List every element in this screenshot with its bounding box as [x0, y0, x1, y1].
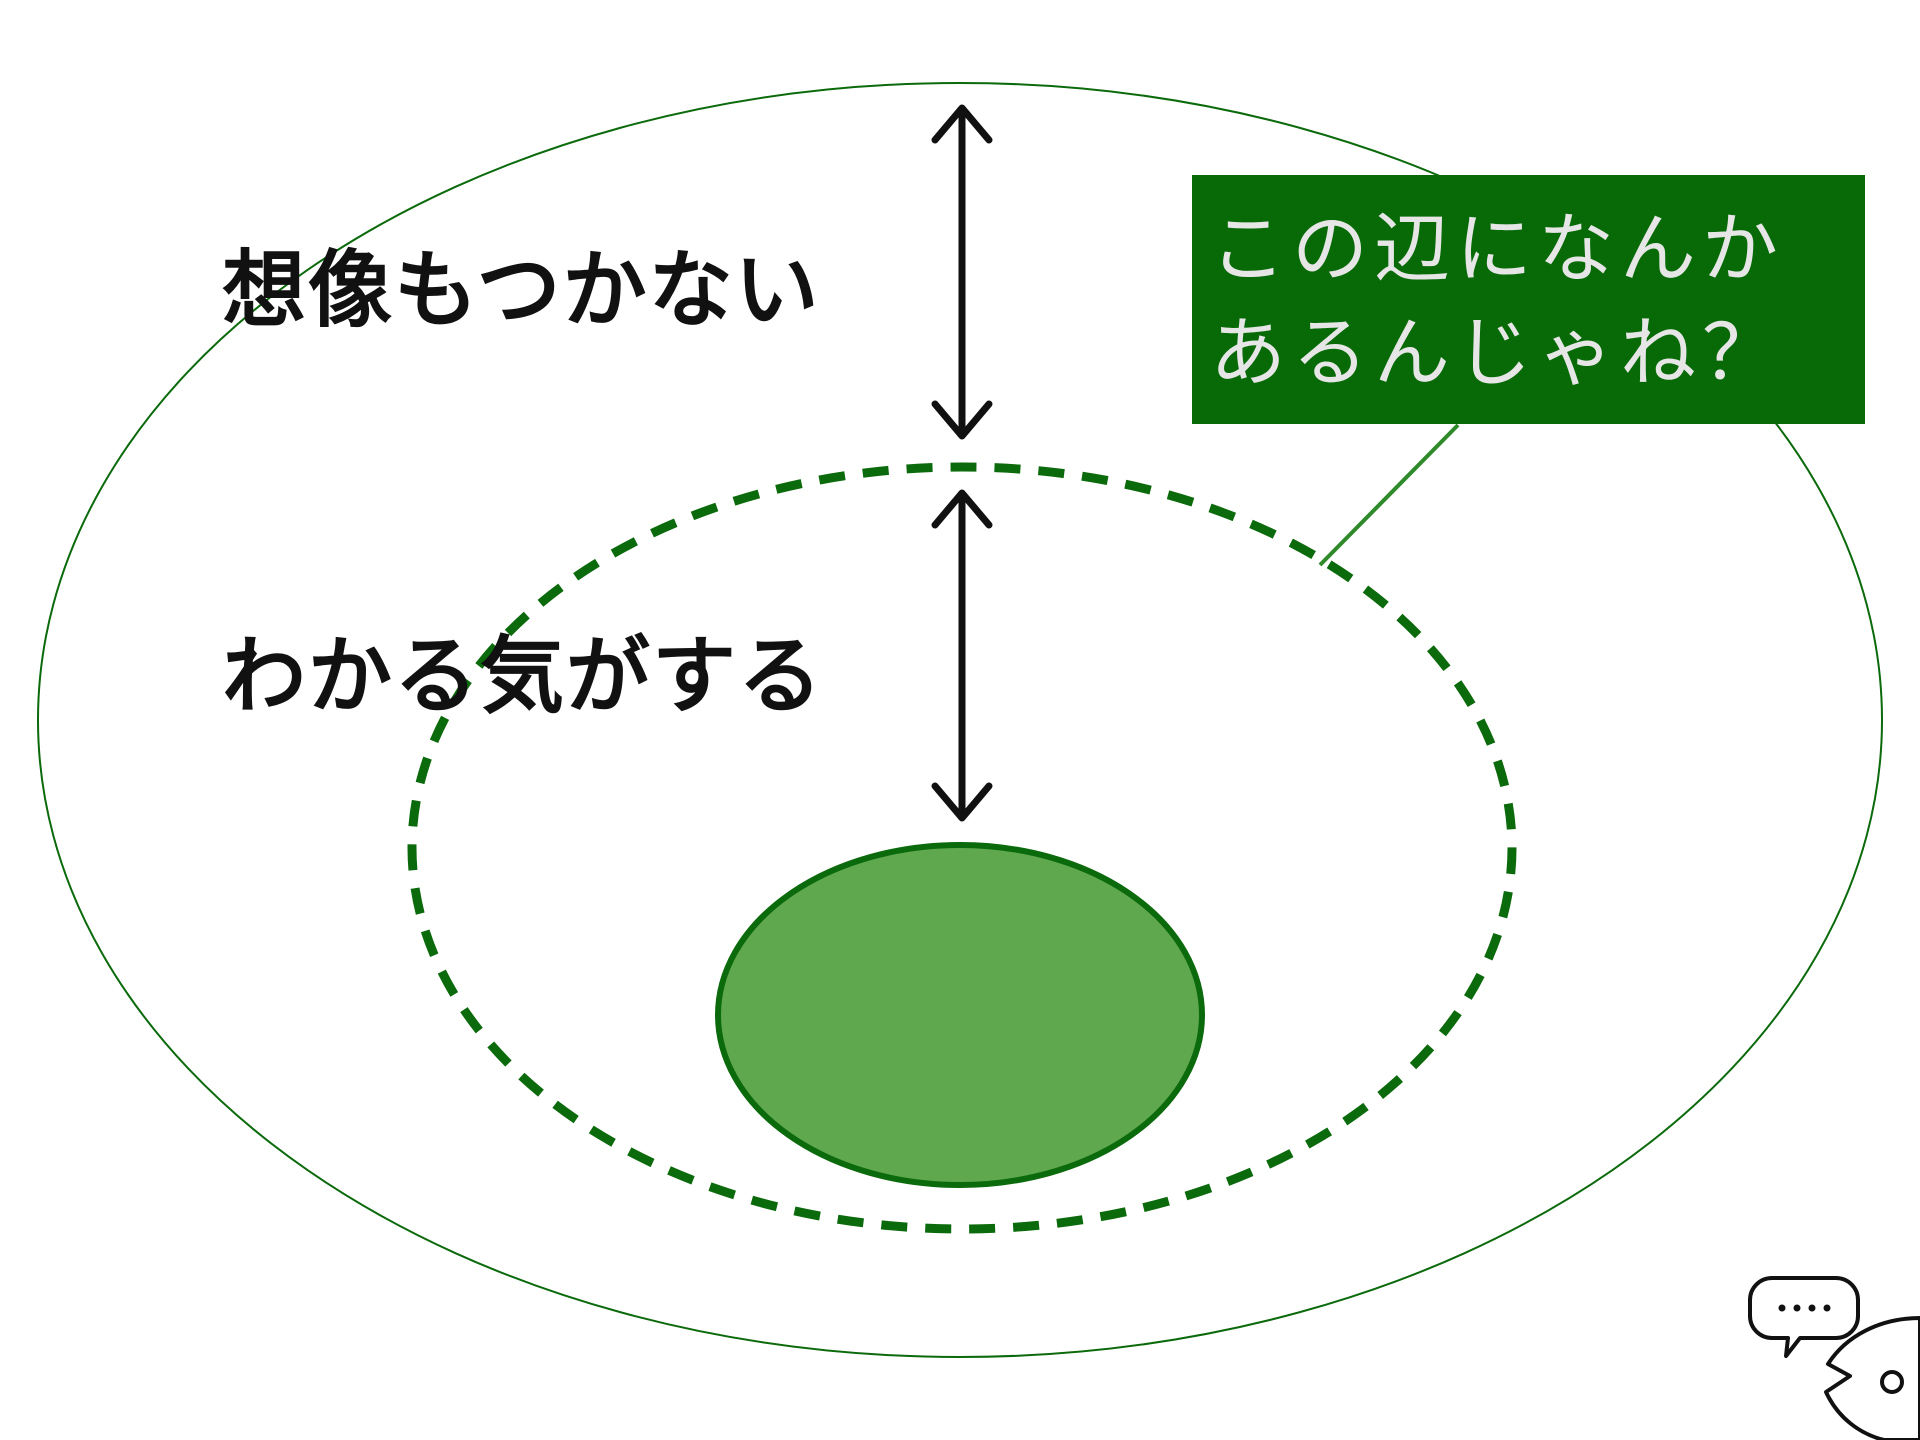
- lower-double-arrow: [935, 493, 989, 818]
- label-unimaginable: 想像もつかない: [222, 248, 821, 332]
- upper-double-arrow: [935, 108, 989, 436]
- callout-box: この辺になんか あるんじゃね？: [1192, 175, 1865, 424]
- callout-line-1: この辺になんか: [1210, 197, 1865, 301]
- inner-ellipse: [718, 845, 1202, 1185]
- callout-line-2: あるんじゃね？: [1210, 301, 1865, 405]
- mascot-eye-icon: [1882, 1372, 1902, 1392]
- speech-bubble-icon: [1750, 1278, 1858, 1356]
- callout-connector-line: [1320, 425, 1458, 565]
- label-seem-to-understand: わかる気がする: [222, 634, 824, 718]
